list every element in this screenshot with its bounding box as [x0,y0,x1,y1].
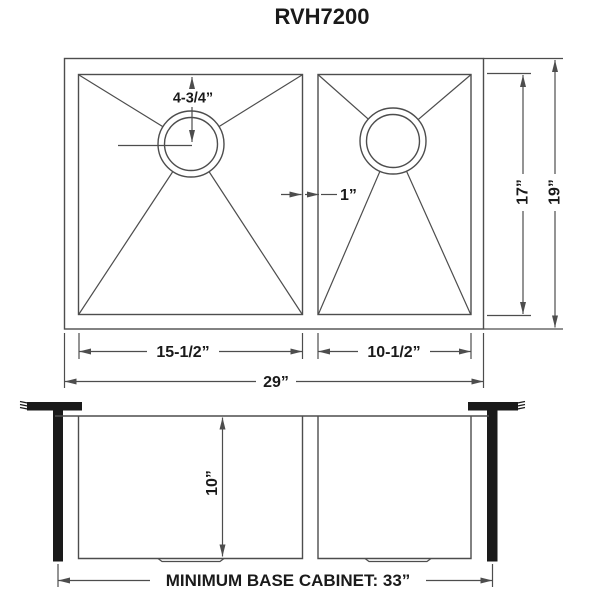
dim-overall-width: 29” [64,374,484,391]
dim-bowl-depth: 10” [204,417,226,557]
dim-right-bowl-width: 10-1/2” [318,344,471,361]
top-view: 4-3/4” 1” 15-1/2” 10-1/2” [63,57,564,391]
dim-overall-front-to-back: 19” [547,60,564,328]
right-drain [359,107,427,175]
left-cabinet-wall [53,410,63,562]
dim-min-base-cabinet-label: MINIMUM BASE CABINET: 33” [166,571,411,590]
left-drain-recess [157,558,225,563]
dim-bowl-depth-label: 10” [204,470,221,496]
dim-right-bowl-width-label: 10-1/2” [367,344,420,361]
model-number-title: RVH7200 [275,4,370,29]
right-break-ticks [514,400,526,411]
right-bowl-section [317,416,472,560]
right-countertop-bar [468,402,518,411]
dim-overall-front-to-back-label: 19” [547,179,564,205]
sink-outer-rim [63,57,485,330]
side-view: 10” MINIMUM BASE CABINET: 33” [19,400,526,590]
dim-drain-offset-label: 4-3/4” [173,91,213,107]
dim-left-bowl-width: 15-1/2” [79,344,303,361]
dim-divider-width: 1” [281,187,357,204]
dim-bowl-front-to-back-label: 17” [515,179,532,205]
left-break-ticks [19,400,31,411]
dim-min-base-cabinet: MINIMUM BASE CABINET: 33” [57,564,494,590]
dim-bowl-front-to-back: 17” [515,75,532,314]
right-cabinet-wall [487,410,498,562]
dim-divider-width-label: 1” [340,187,357,204]
left-drain [157,110,225,178]
dim-left-bowl-width-label: 15-1/2” [156,344,209,361]
dim-drain-offset: 4-3/4” [173,77,213,142]
depth-extension-lines [483,57,563,330]
left-bowl-section [77,416,304,560]
right-drain-recess [364,558,432,563]
left-countertop-bar [27,402,82,411]
dim-overall-width-label: 29” [263,374,289,391]
left-bowl [77,73,304,316]
